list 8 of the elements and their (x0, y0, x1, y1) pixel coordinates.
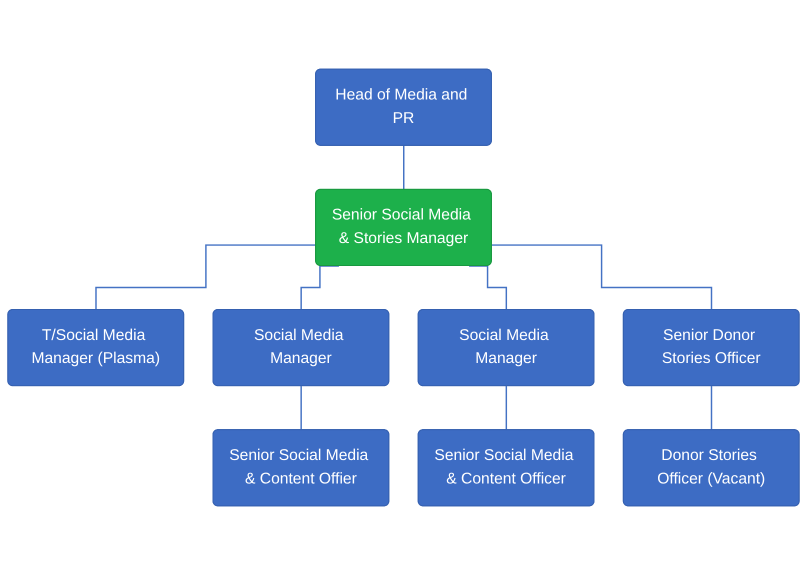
connector (506, 385, 508, 431)
connector (95, 244, 316, 311)
connector (300, 265, 339, 311)
connector (403, 145, 405, 191)
connector (300, 385, 302, 431)
connector (710, 385, 712, 431)
connector (492, 244, 712, 311)
connector (469, 265, 508, 311)
